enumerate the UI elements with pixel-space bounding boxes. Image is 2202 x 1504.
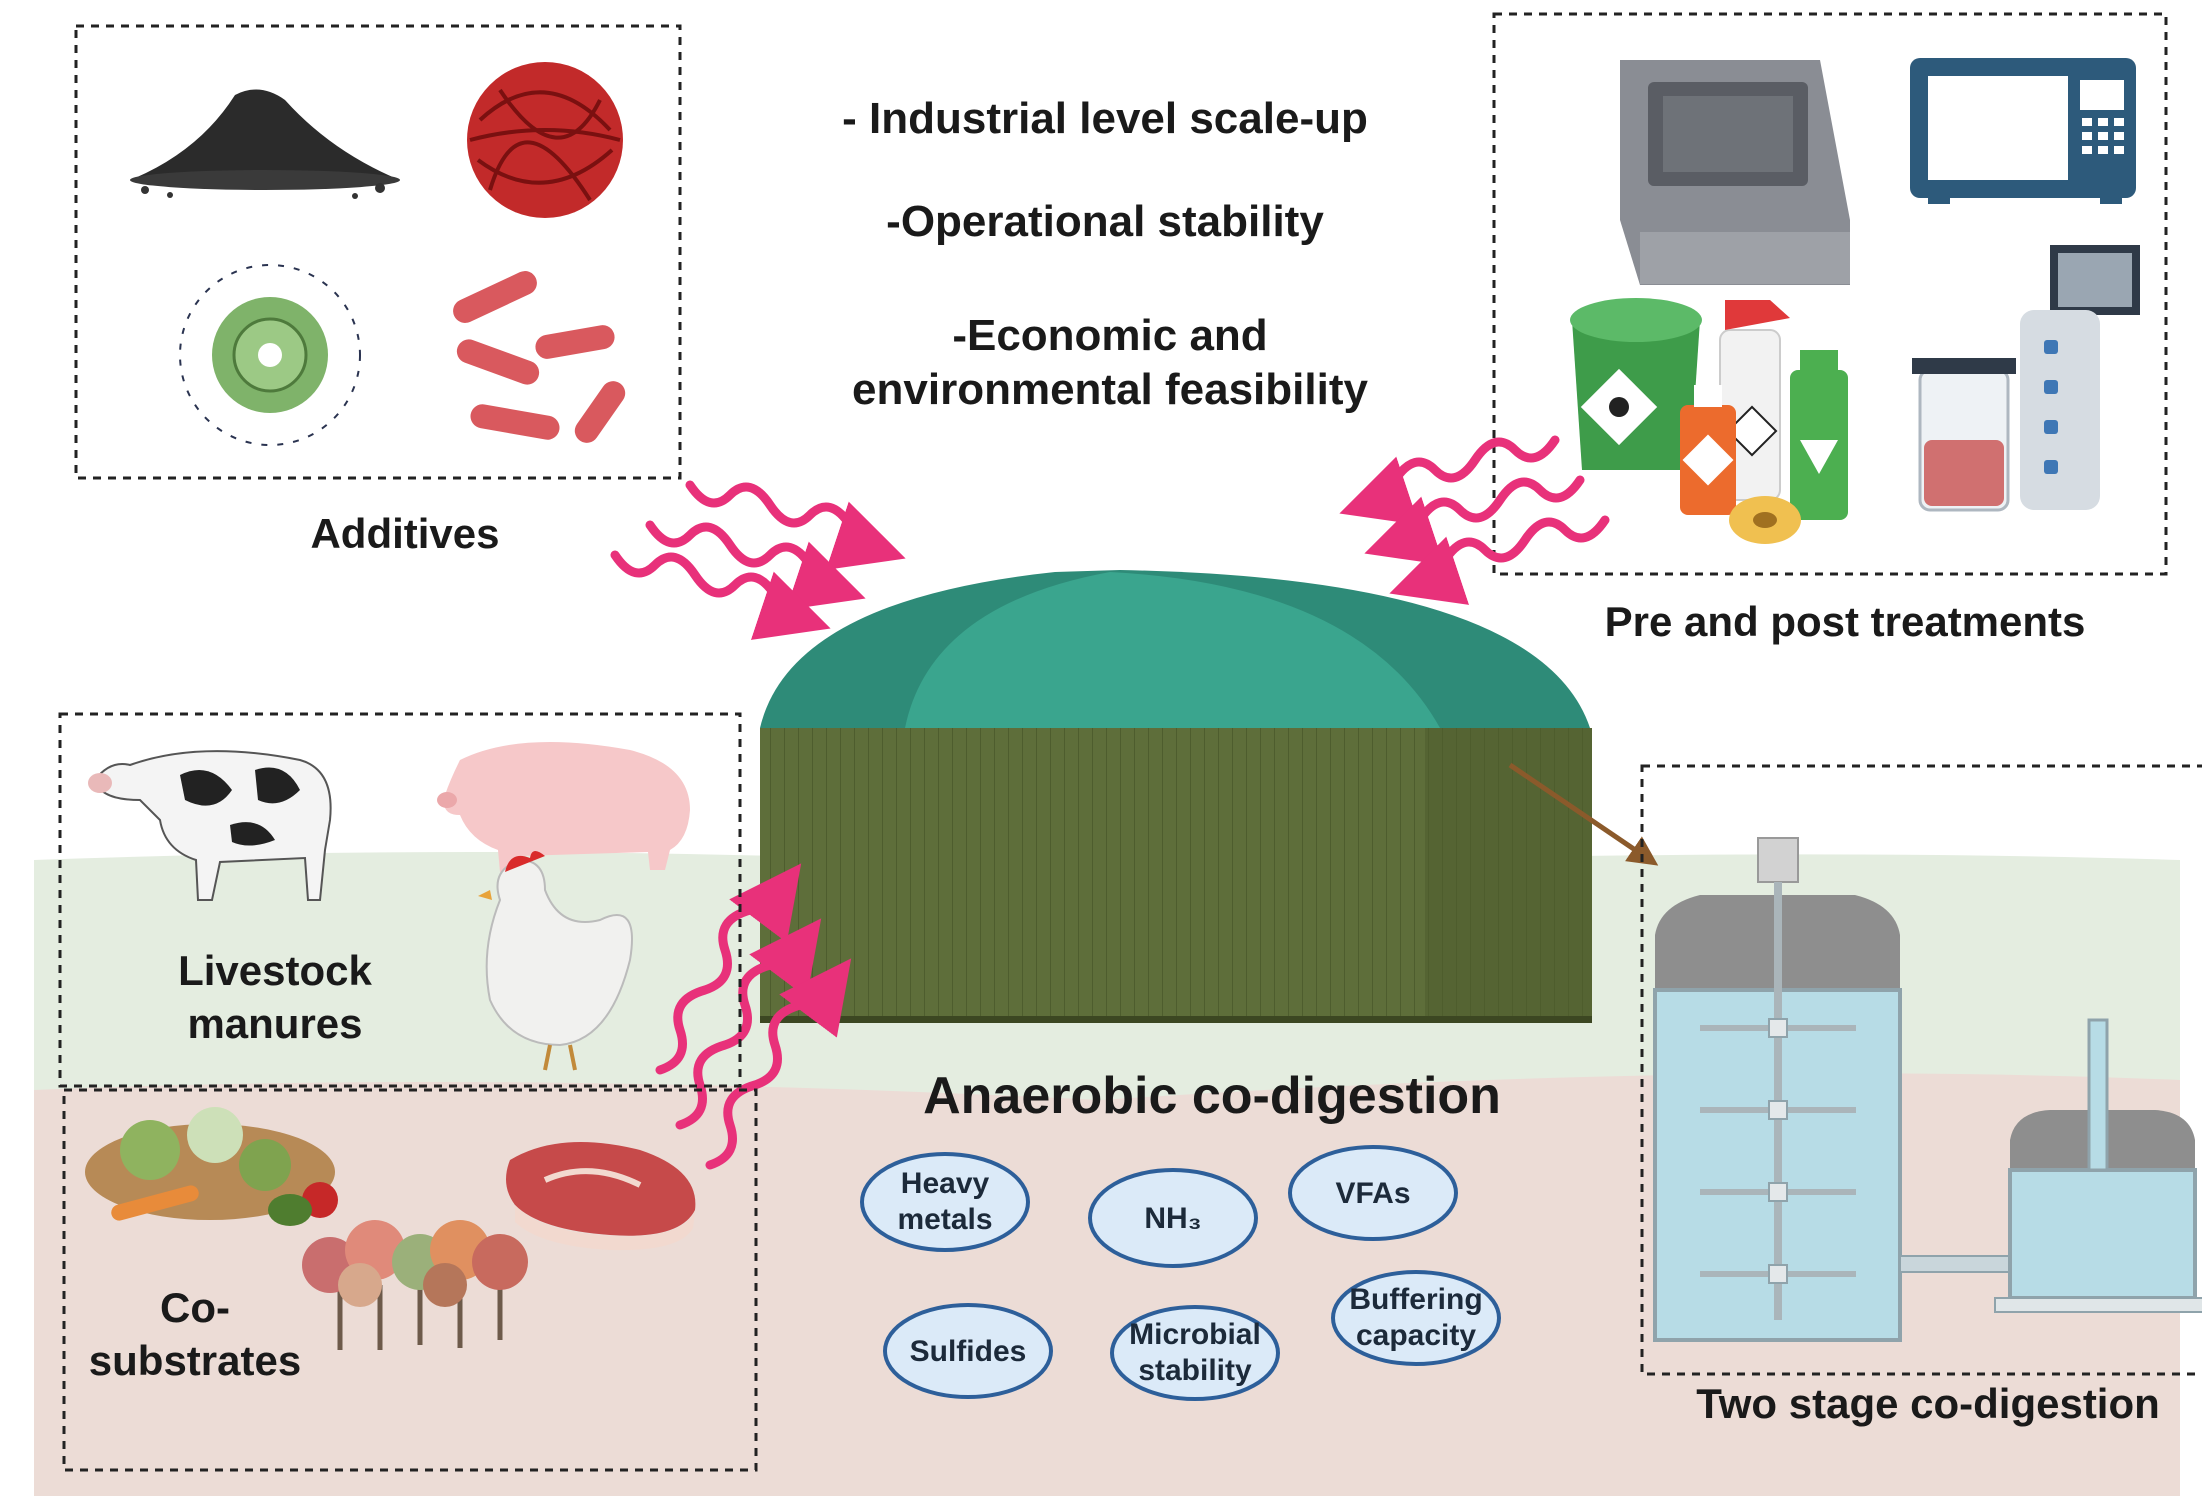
twostage-frame [1640,764,2202,1376]
additives-panel: Additives [74,24,682,557]
first-stage-reactor-icon [1653,837,1902,1342]
livestock-label-line1: Livestock [178,947,372,994]
bioreactor-icon [1912,245,2140,512]
factor-vfas: VFAs [1288,1145,1458,1241]
pretreatments-frame [1492,12,2168,576]
microwave-icon [1910,58,2136,204]
svg-text:Sulfides: Sulfides [910,1335,1027,1368]
biochar-icon [130,89,400,199]
food-waste-icon [85,1107,338,1226]
pretreatments-label: Pre and post treatments [1605,598,2086,645]
cow-icon [88,750,332,901]
input-arrows [610,435,1610,1170]
svg-text:stability: stability [1138,1354,1252,1387]
cosubstrates-label-line1: Co- [160,1284,230,1331]
factor-bubbles: Heavy metals NH₃ VFAs Sulfides Microbial… [860,1145,1501,1401]
trees-icon [302,1220,528,1350]
twostage-label: Two stage co-digestion [1696,1380,2160,1427]
svg-text:VFAs: VFAs [1335,1177,1410,1210]
ultrasonic-device-icon [1620,60,1850,285]
treatment-arrow-3 [1389,515,1610,605]
dome-highlight [905,572,1440,728]
additives-arrow-2 [645,520,866,610]
challenge-environmental: environmental feasibility [852,365,1368,414]
second-stage-reactor-icon [1899,1018,2202,1313]
cosubstrates-frame [62,1088,758,1472]
substrate-arrow-1 [655,863,802,1075]
challenge-scaleup: - Industrial level scale-up [842,94,1368,143]
treatment-arrow-1 [1339,435,1560,525]
livestock-label-line2: manures [187,1000,362,1047]
fiber-ball-icon [467,62,623,218]
chicken-icon [478,850,633,1071]
svg-text:capacity: capacity [1356,1319,1476,1352]
orange-bottle-icon [1680,385,1736,515]
nanoparticle-icon [179,264,361,446]
additives-frame [74,24,682,480]
factor-microbial-stability: Microbial stability [1110,1305,1280,1401]
factor-nh3: NH₃ [1088,1168,1258,1268]
digester [760,570,1592,1023]
additives-arrow-1 [685,480,906,570]
svg-text:Heavy: Heavy [901,1167,990,1200]
svg-text:Buffering: Buffering [1349,1283,1482,1316]
livestock-panel: Livestock manures [58,712,742,1088]
challenge-stability: -Operational stability [886,197,1324,246]
svg-text:NH₃: NH₃ [1144,1202,1201,1235]
aerosol-can-icon [1790,350,1848,520]
bacteria-icon [453,271,626,443]
meat-icon [506,1142,696,1251]
cosubstrates-panel: Co- substrates [62,1088,758,1472]
treatment-arrow-2 [1364,475,1585,565]
chemical-bucket-icon [1570,298,1702,470]
challenges: - Industrial level scale-up -Operational… [842,94,1368,414]
twostage-panel: Two stage co-digestion [1640,764,2202,1427]
pretreatments-panel: Pre and post treatments [1492,12,2168,645]
svg-text:Microbial: Microbial [1129,1318,1261,1351]
substrate-arrow-3 [705,958,852,1170]
cosubstrates-label-line2: substrates [89,1337,301,1384]
outflow-arrow [1508,762,1659,866]
additives-arrow-3 [610,550,831,640]
challenge-economic: -Economic and [952,311,1267,360]
additives-label: Additives [310,510,499,557]
diagram-title: Anaerobic co-digestion [923,1067,1501,1125]
factor-heavy-metals: Heavy metals [860,1152,1030,1252]
factor-sulfides: Sulfides [883,1303,1053,1399]
pig-icon [437,742,690,872]
svg-text:metals: metals [897,1203,992,1236]
factor-buffering-capacity: Buffering capacity [1331,1270,1501,1366]
tape-roll-icon [1729,496,1801,544]
